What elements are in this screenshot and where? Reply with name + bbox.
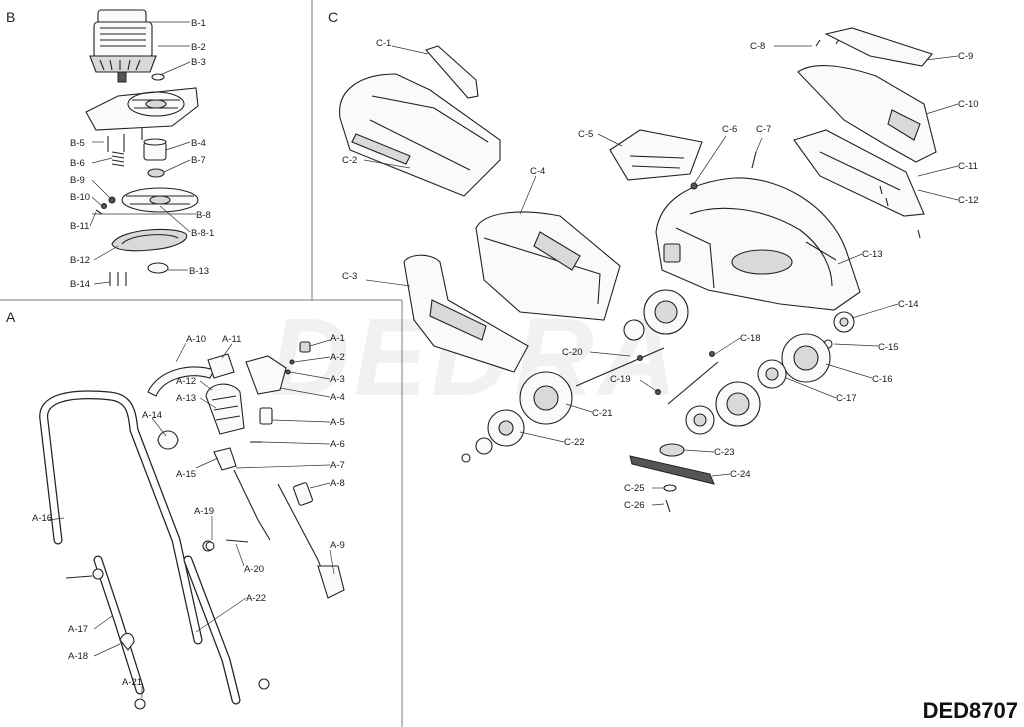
label-a-15: A-15 [176, 469, 196, 480]
wheels [461, 289, 831, 463]
label-c-12: C-12 [958, 195, 979, 206]
label-c-17: C-17 [836, 393, 857, 404]
label-c-25: C-25 [624, 483, 645, 494]
motor-drawing [89, 9, 157, 83]
label-a-6: A-6 [330, 439, 345, 450]
label-a-19: A-19 [194, 506, 214, 517]
label-c-19: C-19 [610, 374, 631, 385]
label-b-7: B-7 [191, 155, 206, 166]
label-b-14: B-14 [70, 279, 90, 290]
label-a-22: A-22 [246, 593, 266, 604]
label-a-18: A-18 [68, 651, 88, 662]
label-a-11: A-11 [222, 334, 241, 345]
model-number: DED8707 [923, 698, 1018, 723]
label-c-24: C-24 [730, 469, 751, 480]
label-c-5: C-5 [578, 129, 593, 140]
label-b-5: B-5 [70, 138, 85, 149]
label-a-3: A-3 [330, 374, 345, 385]
label-a-4: A-4 [330, 392, 345, 403]
label-a-16: A-16 [32, 513, 52, 524]
label-c-9: C-9 [958, 51, 973, 62]
label-c-4: C-4 [530, 166, 545, 177]
label-c-22: C-22 [564, 437, 585, 448]
label-c-15: C-15 [878, 342, 899, 353]
label-b-10: B-10 [70, 192, 90, 203]
section-label-b: B [6, 9, 15, 25]
label-b-12: B-12 [70, 255, 90, 266]
label-b-9: B-9 [70, 175, 85, 186]
label-c-18: C-18 [740, 333, 761, 344]
label-c-23: C-23 [714, 447, 735, 458]
label-a-7: A-7 [330, 460, 345, 471]
label-b-13: B-13 [189, 266, 209, 277]
label-a-10: A-10 [186, 334, 206, 345]
section-a-parts [39, 341, 345, 710]
section-label-a: A [6, 309, 16, 325]
label-b-4: B-4 [191, 138, 206, 149]
section-c-parts [339, 27, 937, 513]
label-a-21: A-21 [122, 677, 142, 688]
label-b-1: B-1 [191, 18, 206, 29]
label-a-14: A-14 [142, 410, 162, 421]
label-a-5: A-5 [330, 417, 345, 428]
label-b-6: B-6 [70, 158, 85, 169]
label-c-1: C-1 [376, 38, 391, 49]
label-a-12: A-12 [176, 376, 196, 387]
label-a-9: A-9 [330, 540, 345, 551]
label-c-7: C-7 [756, 124, 771, 135]
label-a-1: A-1 [330, 333, 345, 344]
label-c-21: C-21 [592, 408, 613, 419]
section-label-c: C [328, 9, 338, 25]
label-c-16: C-16 [872, 374, 893, 385]
label-a-2: A-2 [330, 352, 345, 363]
label-a-8: A-8 [330, 478, 345, 489]
section-frames [0, 0, 403, 727]
label-b-8-1: B-8-1 [191, 228, 214, 239]
label-b-2: B-2 [191, 42, 206, 53]
label-a-20: A-20 [244, 564, 264, 575]
label-b-11: B-11 [70, 221, 89, 232]
label-c-13: C-13 [862, 249, 883, 260]
label-a-13: A-13 [176, 393, 196, 404]
label-b-3: B-3 [191, 57, 206, 68]
label-c-20: C-20 [562, 347, 583, 358]
label-c-26: C-26 [624, 500, 645, 511]
label-c-2: C-2 [342, 155, 357, 166]
part-labels: B-1 B-2 B-3 B-5 B-4 B-6 B-7 B-9 B-10 B-8… [32, 18, 979, 688]
label-c-14: C-14 [898, 299, 919, 310]
label-c-10: C-10 [958, 99, 979, 110]
label-c-11: C-11 [958, 161, 978, 172]
label-c-8: C-8 [750, 41, 765, 52]
leader-lines [47, 21, 959, 698]
section-b-parts [85, 9, 199, 286]
label-a-17: A-17 [68, 624, 88, 635]
label-c-6: C-6 [722, 124, 737, 135]
label-b-8: B-8 [196, 210, 211, 221]
label-c-3: C-3 [342, 271, 357, 282]
